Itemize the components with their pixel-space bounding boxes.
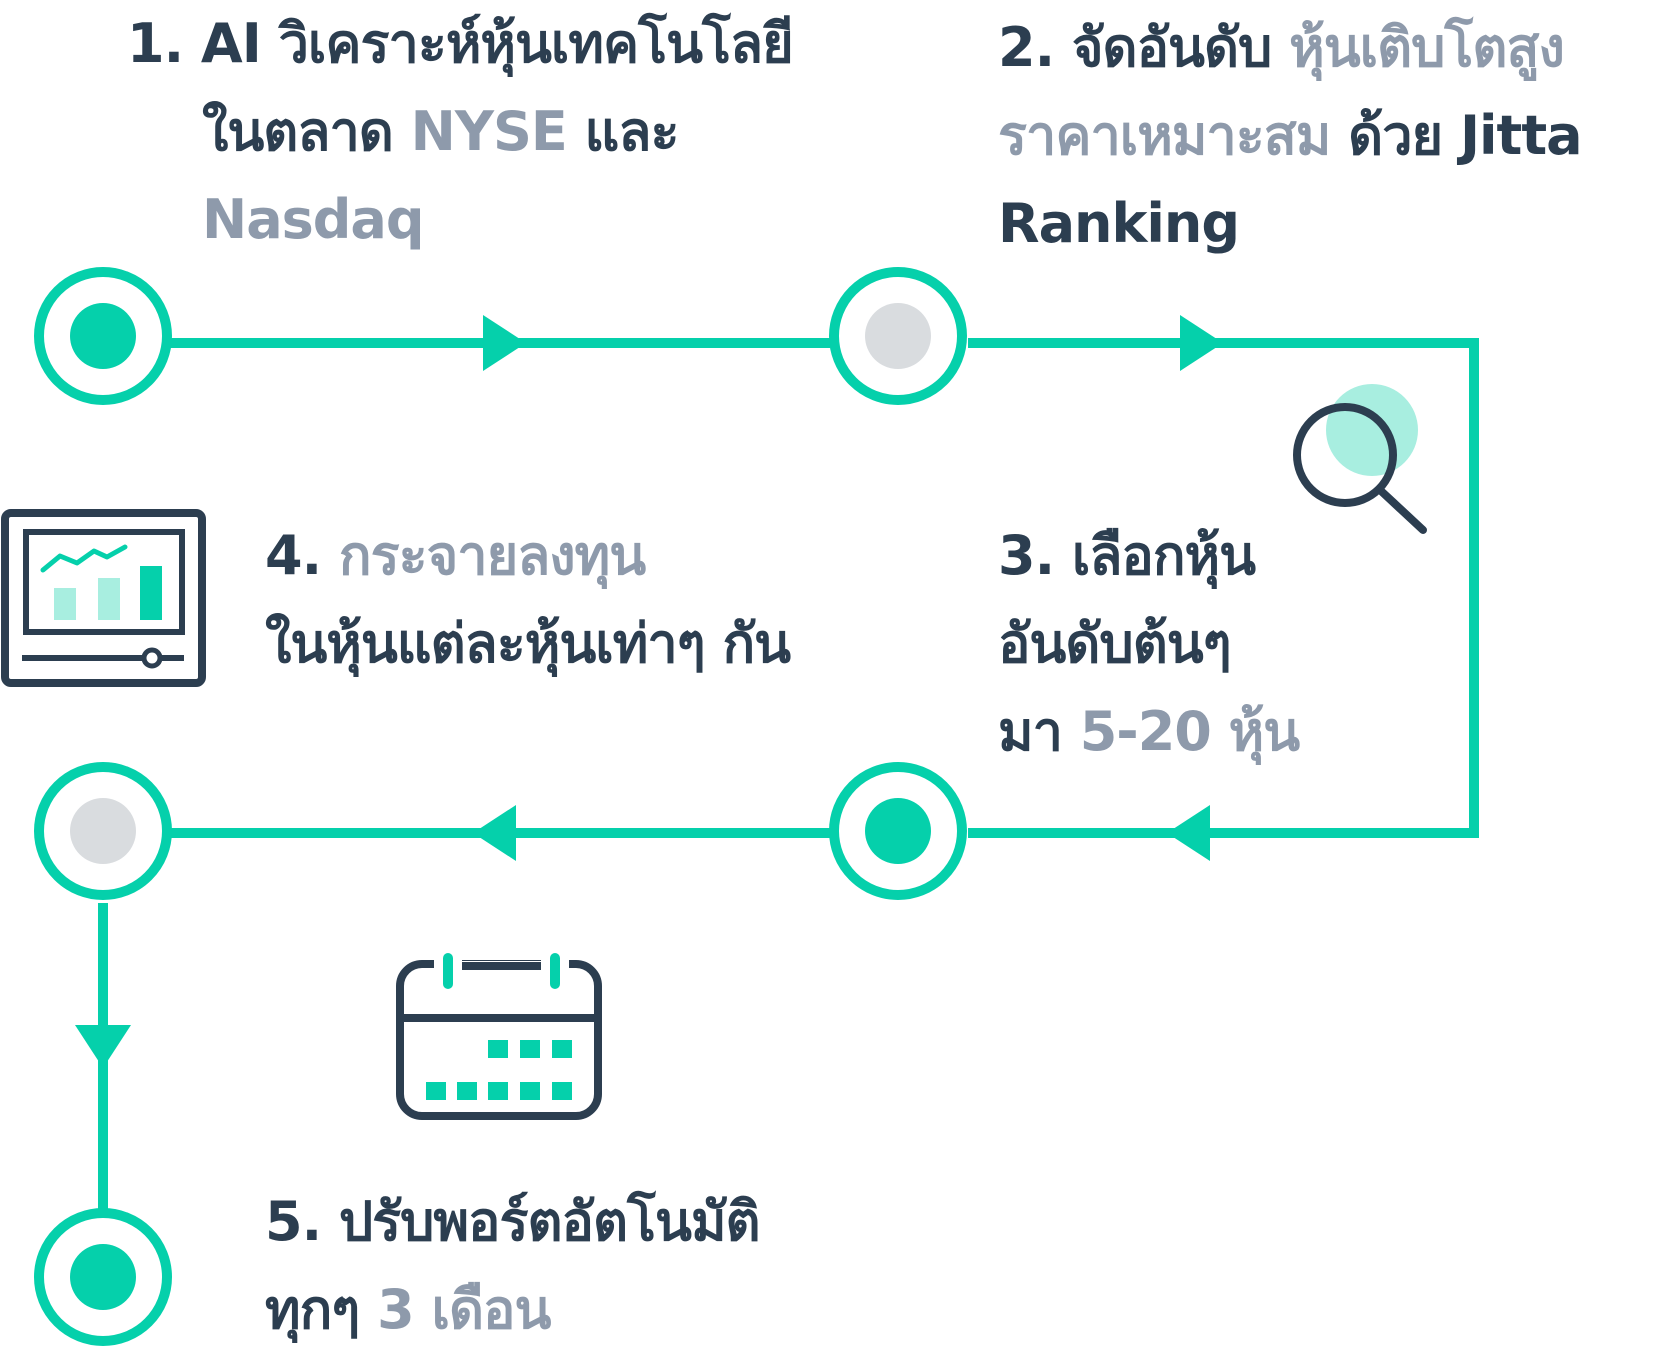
step-5-title: 5. ปรับพอร์ตอัตโนมัติ: [265, 1190, 761, 1253]
step-1-highlight-nyse: NYSE: [410, 100, 568, 163]
step-5-text: 5. ปรับพอร์ตอัตโนมัติ ทุกๆ 3 เดือน: [265, 1178, 761, 1354]
step-5-line-2: ทุกๆ 3 เดือน: [265, 1266, 760, 1354]
step-5-line-1: 5. ปรับพอร์ตอัตโนมัติ: [265, 1178, 761, 1266]
step-3-text: 3. เลือกหุ้น อันดับต้นๆ มา 5-20 หุ้น: [998, 512, 1300, 776]
step-3-come: มา: [998, 700, 1063, 763]
step-1-title: AI วิเคราะห์หุ้นเทคโนโลยี: [200, 12, 794, 75]
step-1-number: 1.: [127, 12, 184, 75]
node-3: [829, 762, 967, 900]
step-2-ranking: Ranking: [998, 192, 1240, 255]
step-2-highlight-price: ราคาเหมาะสม: [998, 104, 1331, 167]
step-1-and: และ: [584, 100, 680, 163]
node-2: [829, 267, 967, 405]
step-1-line-1: 1. AI วิเคราะห์หุ้นเทคโนโลยี: [127, 0, 794, 88]
step-2-with-jitta: ด้วย Jitta: [1348, 104, 1582, 167]
step-2-line-1: 2. จัดอันดับ หุ้นเติบโตสูง: [998, 4, 1582, 92]
step-3-line-1: 3. เลือกหุ้น: [998, 512, 1299, 600]
arrow-left-2: [473, 805, 516, 861]
step-4-equal-weight: ในหุ้นแต่ละหุ้นเท่าๆ กัน: [265, 612, 791, 675]
step-2-line-2: ราคาเหมาะสม ด้วย Jitta: [998, 92, 1583, 180]
step-3-title: 3. เลือกหุ้น: [998, 524, 1256, 587]
step-1-market-label: ในตลาด: [202, 100, 394, 163]
calendar-icon: [396, 944, 602, 1120]
node-5: [34, 1208, 172, 1346]
arrow-down: [75, 1025, 131, 1068]
step-3-line-3: มา 5-20 หุ้น: [998, 688, 1300, 776]
step-4-highlight-diversify: กระจายลงทุน: [338, 524, 646, 587]
magnifier-icon: [1293, 384, 1427, 534]
step-4-line-1: 4. กระจายลงทุน: [265, 512, 790, 600]
step-4-text: 4. กระจายลงทุน ในหุ้นแต่ละหุ้นเท่าๆ กัน: [265, 512, 791, 688]
step-4-number: 4.: [265, 524, 322, 587]
step-3-line-2: อันดับต้นๆ: [998, 600, 1299, 688]
step-4-line-2: ในหุ้นแต่ละหุ้นเท่าๆ กัน: [265, 600, 791, 688]
step-2-line-3: Ranking: [998, 180, 1582, 268]
arrow-right-2: [1180, 315, 1223, 371]
step-1-text: 1. AI วิเคราะห์หุ้นเทคโนโลยี ในตลาด NYSE…: [127, 0, 794, 264]
step-2-text: 2. จัดอันดับ หุ้นเติบโตสูง ราคาเหมาะสม ด…: [998, 4, 1583, 268]
node-4: [34, 762, 172, 900]
node-1: [34, 267, 172, 405]
step-1-line-3: Nasdaq: [127, 176, 793, 264]
step-3-top-ranked: อันดับต้นๆ: [998, 612, 1232, 675]
step-3-highlight-count: 5-20 หุ้น: [1079, 700, 1300, 763]
step-5-highlight-months: 3 เดือน: [377, 1278, 551, 1341]
step-2-title: 2. จัดอันดับ: [998, 16, 1272, 79]
step-5-every: ทุกๆ: [265, 1278, 360, 1341]
step-2-highlight-growth: หุ้นเติบโตสูง: [1289, 16, 1565, 79]
step-1-highlight-nasdaq: Nasdaq: [202, 188, 425, 251]
step-1-line-2: ในตลาด NYSE และ: [127, 88, 793, 176]
monitor-chart-icon: [1, 509, 206, 687]
arrow-left-1: [1167, 805, 1210, 861]
arrow-right-1: [483, 315, 526, 371]
